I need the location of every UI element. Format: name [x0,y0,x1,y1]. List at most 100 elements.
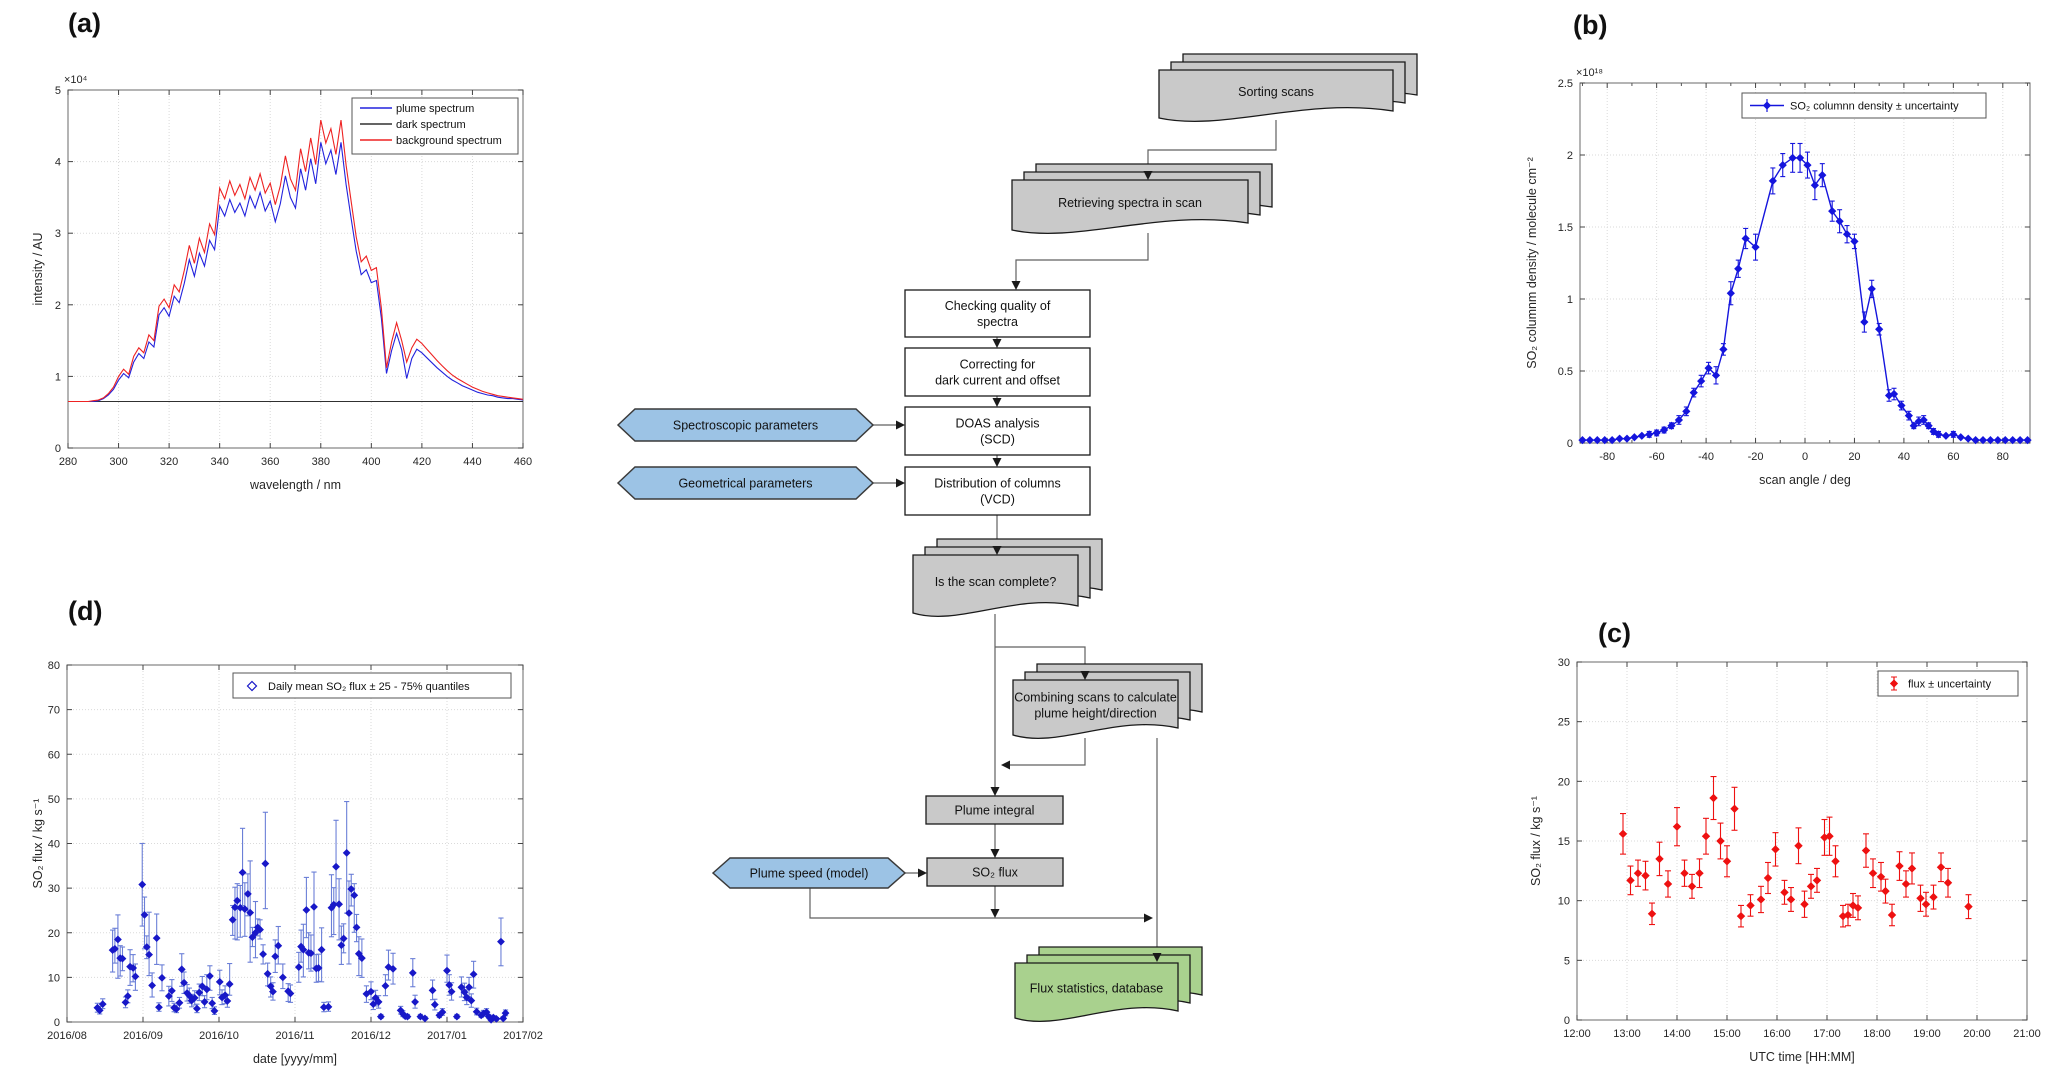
flow-node-label: (SCD) [980,433,1015,447]
data-point-marker [299,945,308,954]
data-point-marker [95,1006,104,1015]
x-tick-label: 400 [362,456,380,468]
arrowhead-icon [992,398,1002,407]
flow-node-spectroscopic: Spectroscopic parameters [616,408,875,442]
x-tick-label: 440 [463,456,481,468]
data-point-marker [445,981,454,989]
x-tick-label: 320 [160,456,178,468]
panel-c-letter: (c) [1598,618,1631,648]
x-tick-label: 420 [413,456,431,468]
data-point-marker [1622,434,1632,443]
flow-node-doas: DOAS analysis(SCD) [904,406,1091,456]
x-tick-label: -40 [1698,451,1714,463]
arrowhead-icon [918,868,927,878]
data-point-marker [1901,879,1911,889]
data-point-marker [1771,845,1780,854]
data-point-marker [228,915,237,924]
data-point-marker [121,998,130,1007]
x-tick-label: 20 [1848,451,1860,463]
data-point-marker [1907,864,1917,873]
x-tick-label: 40 [1898,451,1910,463]
arrowhead-icon [992,339,1002,348]
flow-node-label: Distribution of columns [934,477,1060,491]
y-tick-label: 3 [55,228,61,240]
data-point-marker [1803,160,1812,170]
y-axis-label: intensity / AU [31,233,45,306]
arrowhead-icon [1143,171,1153,180]
data-point-marker [1897,401,1906,410]
data-point-marker [1709,793,1718,803]
data-point-marker [221,991,229,1000]
data-point-marker [1936,863,1946,872]
series-line [68,119,524,403]
data-point-marker [369,1000,378,1009]
data-point-marker [1964,434,1973,443]
data-point-marker [259,950,267,959]
process-box [904,466,1091,516]
y-axis-label: SO₂ flux / kg s⁻¹ [31,799,45,889]
y-tick-label: 30 [1558,657,1570,669]
process-box [925,795,1064,825]
y-tick-label: 80 [48,660,60,672]
data-point-marker [167,986,176,995]
data-point-marker [332,862,340,871]
data-point-marker [208,999,217,1008]
data-point-marker [1645,430,1654,439]
data-point-marker [1674,415,1684,425]
data-point-marker [164,992,173,1001]
panel-b-letter: (b) [1573,10,1608,40]
flow-node-scan-complete: Is the scan complete? [912,538,1103,617]
data-point-marker [1780,888,1789,897]
flow-node-so2-flux: SO₂ flux [926,857,1064,887]
data-point-marker [1659,425,1669,435]
x-tick-label: 19:00 [1913,1028,1941,1040]
document-shape [1011,179,1249,235]
series-line [68,142,524,403]
data-point-marker [240,905,249,914]
data-point-marker [1778,160,1787,170]
data-point-marker [1929,892,1938,902]
panel-a-letter: (a) [68,8,101,38]
data-point-marker [1867,284,1876,294]
data-point-marker [1810,181,1819,190]
flow-node-plume-speed: Plume speed (model) [711,857,907,889]
x-tick-label: 2017/02 [503,1030,543,1042]
arrowhead-icon [990,909,1000,918]
data-point-marker [215,977,224,986]
data-point-marker [1828,207,1837,216]
data-point-marker [2001,436,2010,445]
flow-node-label: (VCD) [980,493,1015,507]
data-point-marker [350,891,359,900]
y-tick-label: 2.5 [1558,78,1573,90]
data-point-marker [345,909,353,918]
flow-node-label: Plume speed (model) [750,867,869,881]
data-point-marker [243,890,252,898]
y-tick-label: 15 [1558,836,1570,848]
data-point-marker [1956,433,1965,442]
data-point-marker [1971,436,1980,445]
data-point-marker [1615,434,1624,443]
data-point-marker [2016,436,2025,445]
data-point-marker [1600,436,1609,445]
data-point-marker [251,928,260,937]
data-point-marker [1800,900,1809,909]
flow-node-label: Sorting scans [1238,85,1314,99]
legend-label: dark spectrum [396,119,466,131]
x-tick-label: -80 [1599,451,1615,463]
data-point-marker [447,987,456,996]
data-point-marker [1618,829,1628,839]
data-point-marker [1734,264,1743,273]
y-tick-label: 20 [48,928,60,940]
x-tick-label: 12:00 [1563,1028,1591,1040]
arrowhead-icon [992,458,1002,467]
grid [1580,83,2030,443]
arrowhead-icon [896,478,905,488]
y-tick-label: 5 [1564,955,1570,967]
